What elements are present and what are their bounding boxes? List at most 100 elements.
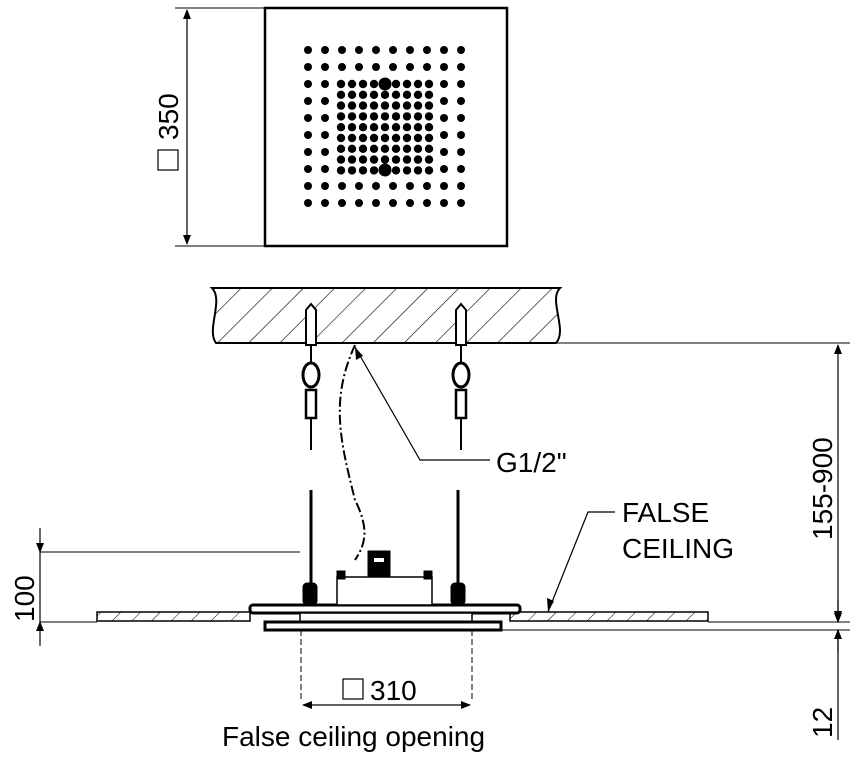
- nozzle-dot: [457, 63, 465, 71]
- nozzle-dot: [413, 101, 423, 110]
- nozzle-dot: [391, 123, 401, 132]
- nozzle-dot: [406, 182, 414, 190]
- nozzle-dot: [369, 112, 379, 121]
- nozzle-dot: [347, 79, 357, 89]
- nozzle-dot: [369, 123, 379, 132]
- shower-assembly: [40, 550, 850, 700]
- nozzle-dot: [440, 114, 448, 122]
- nozzle-dot: [358, 79, 368, 89]
- nozzle-dot: [413, 155, 423, 164]
- nozzle-dot: [369, 133, 379, 143]
- dimension-100-label: 100: [9, 575, 40, 622]
- nozzle-dot: [440, 97, 448, 105]
- nozzle-dot: [358, 155, 368, 164]
- false-ceiling-right: [509, 611, 709, 622]
- nozzle-dot: [347, 90, 357, 100]
- nozzle-dot: [304, 80, 312, 88]
- nozzle-dot: [413, 144, 423, 153]
- nozzle-dot: [338, 199, 346, 207]
- nozzle-dot: [321, 165, 329, 173]
- ceiling-slab: [209, 287, 850, 344]
- square-symbol-icon: [157, 149, 179, 171]
- nozzle-dot: [358, 123, 368, 132]
- nozzle-dot: [402, 90, 412, 100]
- nozzle-dot: [304, 131, 312, 139]
- nozzle-dot: [380, 144, 390, 153]
- nozzle-dot: [380, 155, 390, 164]
- nozzle-dot: [389, 199, 397, 207]
- nozzle-dot: [380, 123, 390, 132]
- nozzle-dot: [304, 182, 312, 190]
- nozzle-dot: [440, 148, 448, 156]
- nozzle-dot: [413, 133, 423, 143]
- nozzle-dot: [457, 46, 465, 54]
- body-box: [336, 576, 433, 606]
- nozzle-dot: [440, 165, 448, 173]
- connection-label: G1/2": [496, 447, 567, 478]
- nozzle-dot: [347, 123, 357, 132]
- nozzle-dot: [336, 155, 346, 164]
- nozzle-dot: [457, 97, 465, 105]
- nozzle-dot: [423, 182, 431, 190]
- nozzle-dot: [391, 144, 401, 153]
- nozzle-dot: [321, 46, 329, 54]
- nozzle-dot: [336, 144, 346, 153]
- nozzle-dot: [347, 155, 357, 164]
- top-view: 350: [153, 6, 509, 248]
- nozzle-dot: [424, 144, 434, 153]
- nozzle-dot: [391, 155, 401, 164]
- nozzle-dot: [369, 79, 379, 89]
- nozzle-dot: [457, 80, 465, 88]
- nozzle-dot: [391, 133, 401, 143]
- nozzle-dot: [347, 133, 357, 143]
- nozzle-dot: [402, 101, 412, 110]
- nozzle-dot: [440, 80, 448, 88]
- nozzle-dot: [391, 101, 401, 110]
- shower-head-outline: [263, 6, 509, 248]
- nozzle-dot: [402, 112, 412, 121]
- dimension-350-label: 350: [153, 93, 184, 140]
- nozzle-dot: [413, 123, 423, 132]
- nozzle-dot: [440, 182, 448, 190]
- dimension-155-900-label: 155-900: [807, 437, 838, 540]
- nozzle-dot: [423, 199, 431, 207]
- nozzle-dot: [355, 199, 363, 207]
- nozzle-dot: [321, 97, 329, 105]
- nozzle-dot: [424, 112, 434, 121]
- nozzle-dot: [321, 148, 329, 156]
- nozzle-dot: [424, 79, 434, 89]
- nozzle-dot: [336, 133, 346, 143]
- nozzle-dot: [389, 46, 397, 54]
- nozzle-dot: [347, 166, 357, 175]
- nozzle-dot: [457, 114, 465, 122]
- flexible-hose: [338, 344, 366, 561]
- nozzle-dot: [321, 131, 329, 139]
- nozzle-dot: [321, 63, 329, 71]
- nozzle-dot: [389, 63, 397, 71]
- nozzle-dot: [440, 131, 448, 139]
- dimensions: 155-900 100 12 310 False ceiling opening: [9, 344, 842, 752]
- nozzle-dot: [424, 90, 434, 100]
- nozzle-dot: [369, 155, 379, 164]
- nozzle-dot: [413, 166, 423, 175]
- nozzle-dot: [321, 182, 329, 190]
- nozzle-dot: [355, 182, 363, 190]
- nozzle-dot: [457, 165, 465, 173]
- nozzle-dot: [372, 182, 380, 190]
- nozzle-dot: [372, 199, 380, 207]
- nozzle-dot: [321, 114, 329, 122]
- nozzle-dot: [389, 182, 397, 190]
- nozzle-grid: [304, 46, 465, 207]
- nozzle-dot: [378, 163, 392, 177]
- nozzle-dot: [347, 101, 357, 110]
- nozzle-dot: [372, 46, 380, 54]
- nozzle-dot: [304, 199, 312, 207]
- nozzle-dot: [406, 63, 414, 71]
- nozzle-dot: [336, 79, 346, 89]
- nozzle-dot: [380, 112, 390, 121]
- nozzle-dot: [424, 101, 434, 110]
- nozzle-dot: [355, 46, 363, 54]
- nozzle-dot: [402, 144, 412, 153]
- nozzle-dot: [440, 199, 448, 207]
- opening-caption: False ceiling opening: [222, 721, 485, 752]
